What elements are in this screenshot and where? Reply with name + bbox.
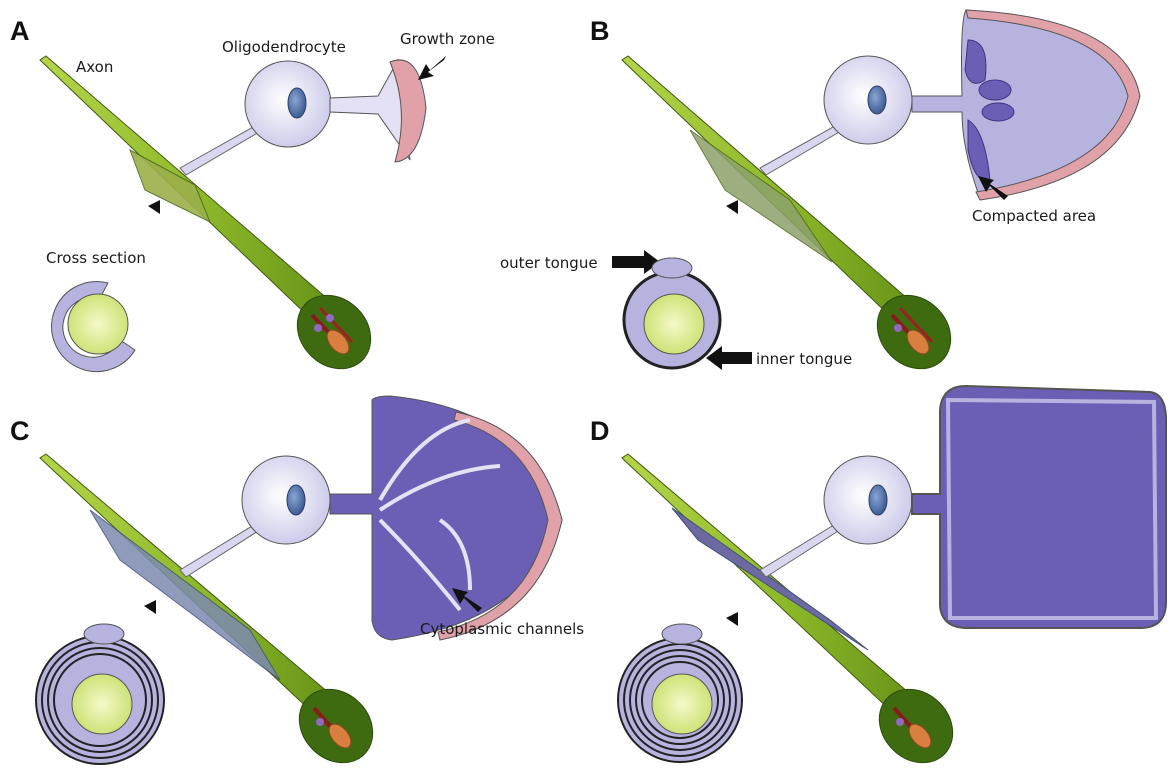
cross-section-axon — [652, 674, 712, 734]
nucleus — [288, 88, 306, 118]
myelin-segment — [690, 130, 832, 262]
arrowhead-marker — [726, 612, 738, 626]
myelin-sheet — [330, 396, 562, 640]
arrowhead-marker — [726, 200, 738, 214]
oligodendrocyte-cell — [824, 456, 912, 544]
nucleus — [869, 485, 887, 515]
cell-process — [760, 520, 846, 577]
cross-section-label: Cross section — [46, 249, 146, 267]
panel-c: C Cytoplasmic channels — [10, 396, 584, 778]
axon-label: Axon — [76, 58, 113, 76]
arrowhead-marker — [148, 200, 160, 214]
outer-tongue — [662, 624, 702, 644]
cross-section-axon — [68, 294, 128, 354]
panel-label-d: D — [590, 416, 610, 446]
panel-a: A Axon Oligodendrocyte Growth zone Cross… — [10, 16, 495, 384]
oligodendrocyte-cell — [242, 456, 330, 544]
cell-process — [760, 122, 846, 175]
growth-zone-label: Growth zone — [400, 30, 495, 48]
panel-label-c: C — [10, 416, 30, 446]
oligodendrocyte-label: Oligodendrocyte — [222, 38, 346, 56]
nucleus — [868, 86, 886, 114]
compacted-area-label: Compacted area — [972, 207, 1096, 225]
panel-label-b: B — [590, 16, 610, 46]
panel-b: B Compacted area outer tongue inner t — [500, 10, 1140, 384]
myelin-sheet — [912, 10, 1138, 198]
outer-tongue — [84, 624, 124, 644]
outer-tongue-label: outer tongue — [500, 254, 598, 272]
panel-label-a: A — [10, 16, 30, 46]
outer-tongue — [652, 258, 692, 278]
inner-tongue-arrow — [706, 346, 752, 370]
nucleus — [287, 485, 305, 515]
arrowhead-marker — [144, 600, 156, 614]
cross-section-axon — [644, 294, 704, 354]
growth-zone-arrow — [418, 56, 446, 80]
panel-d: D — [590, 386, 1166, 778]
cytoplasmic-channels-label: Cytoplasmic channels — [420, 620, 584, 638]
cross-section-axon — [72, 674, 132, 734]
inner-tongue-label: inner tongue — [756, 350, 852, 368]
